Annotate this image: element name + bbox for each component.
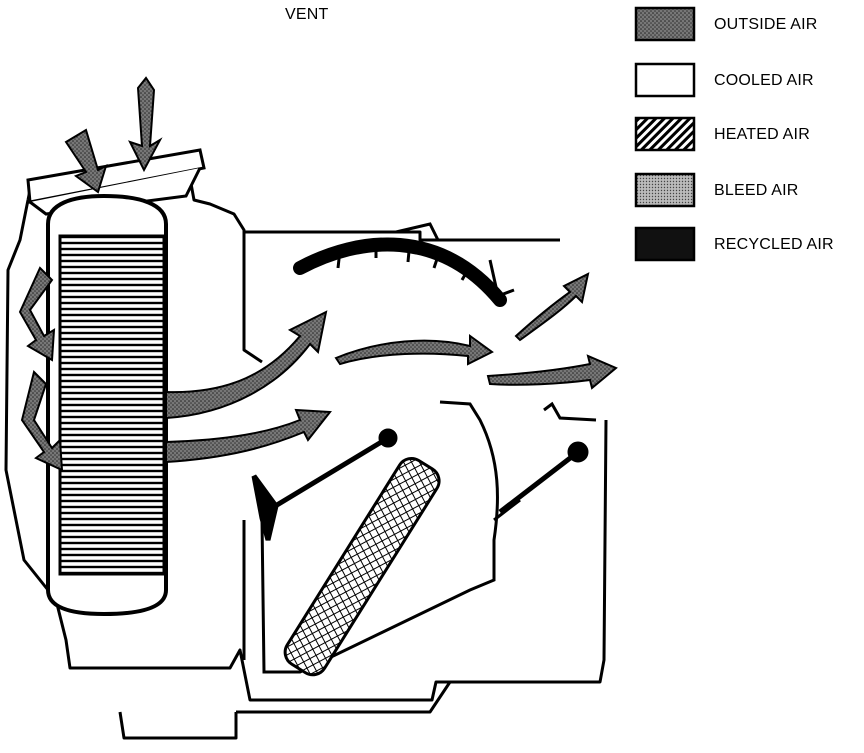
evaporator-core bbox=[46, 193, 168, 617]
recycled-air-arrows-left bbox=[18, 266, 64, 472]
legend-swatch-bleed-air bbox=[634, 172, 696, 208]
legend-swatch-heated-air bbox=[634, 116, 696, 152]
diagram-title: VENT bbox=[285, 6, 329, 23]
heater-core bbox=[283, 456, 441, 677]
legend-label-outside-air: OUTSIDE AIR bbox=[714, 16, 818, 33]
blend-door-arc bbox=[293, 222, 515, 307]
legend-label-bleed-air: BLEED AIR bbox=[714, 182, 799, 199]
cooled-air-arrows bbox=[165, 272, 618, 464]
legend-label-recycled-air: RECYCLED AIR bbox=[714, 236, 834, 253]
actuator-rods bbox=[251, 428, 589, 541]
legend-swatch-recycled-air bbox=[634, 226, 696, 262]
outside-air-arrows bbox=[64, 76, 163, 194]
duct-lines bbox=[242, 400, 597, 674]
legend-swatch-cooled-air bbox=[634, 62, 696, 98]
legend-swatches bbox=[634, 6, 696, 262]
legend-label-heated-air: HEATED AIR bbox=[714, 126, 810, 143]
legend-label-cooled-air: COOLED AIR bbox=[714, 72, 814, 89]
legend-swatch-outside-air bbox=[634, 6, 696, 42]
